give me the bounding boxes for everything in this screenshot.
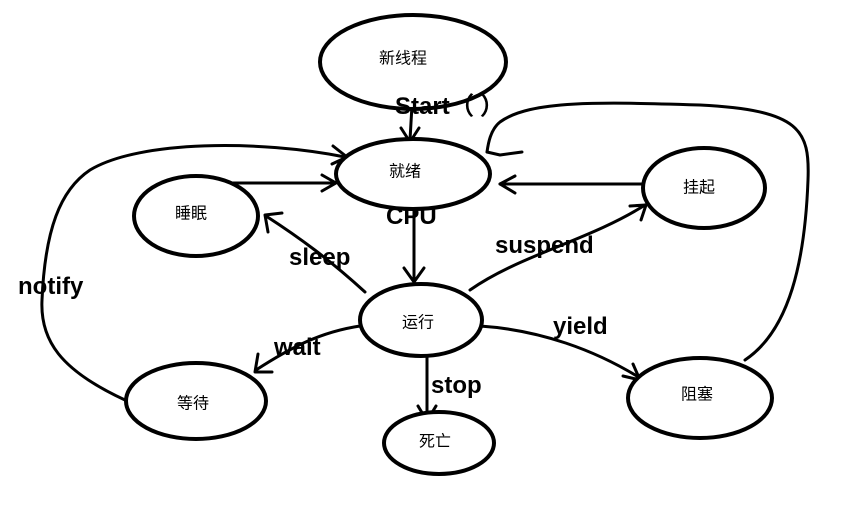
edge-wait-arrowhead bbox=[253, 352, 274, 374]
edge-sleep bbox=[264, 214, 367, 294]
edge-cpu-arrowhead bbox=[402, 266, 426, 284]
edge-blocked-to-ready bbox=[485, 101, 810, 362]
edge-blocked-to-ready-arrowhead bbox=[485, 150, 524, 157]
node-ready bbox=[334, 137, 492, 211]
edge-sleeping-to-ready-arrowhead bbox=[320, 173, 338, 193]
label-start: Start（ ） bbox=[395, 93, 504, 120]
node-running bbox=[358, 282, 484, 358]
node-new-thread-label: 新线程 bbox=[379, 49, 427, 68]
node-blocked bbox=[626, 356, 774, 440]
label-sleep: sleep bbox=[289, 244, 350, 271]
label-yield: yield bbox=[553, 313, 608, 340]
label-stop: stop bbox=[431, 372, 482, 399]
node-running-label: 运行 bbox=[402, 313, 434, 332]
node-blocked-label: 阻塞 bbox=[681, 385, 713, 404]
label-notify: notify bbox=[18, 273, 84, 300]
edge-notify bbox=[40, 144, 347, 402]
node-dead bbox=[382, 410, 496, 476]
label-wait: wait bbox=[273, 334, 321, 361]
node-suspended-label: 挂起 bbox=[683, 178, 715, 197]
edge-sleep-arrowhead bbox=[263, 211, 284, 234]
label-suspend: suspend bbox=[495, 232, 594, 259]
node-waiting bbox=[124, 361, 268, 441]
edge-suspend bbox=[468, 203, 647, 292]
node-waiting-label: 等待 bbox=[177, 394, 209, 413]
label-cpu: CPU bbox=[386, 203, 437, 230]
node-ready-label: 就绪 bbox=[389, 162, 421, 181]
node-sleeping-label: 睡眠 bbox=[175, 204, 207, 223]
node-dead-label: 死亡 bbox=[419, 432, 451, 451]
node-sleeping bbox=[132, 174, 260, 258]
node-suspended bbox=[641, 146, 767, 230]
edge-wait bbox=[254, 324, 362, 372]
edge-suspend-arrowhead bbox=[628, 203, 648, 222]
edge-yield bbox=[478, 324, 642, 380]
node-new-thread bbox=[318, 13, 508, 111]
edge-suspended-to-ready-arrowhead bbox=[498, 174, 517, 195]
